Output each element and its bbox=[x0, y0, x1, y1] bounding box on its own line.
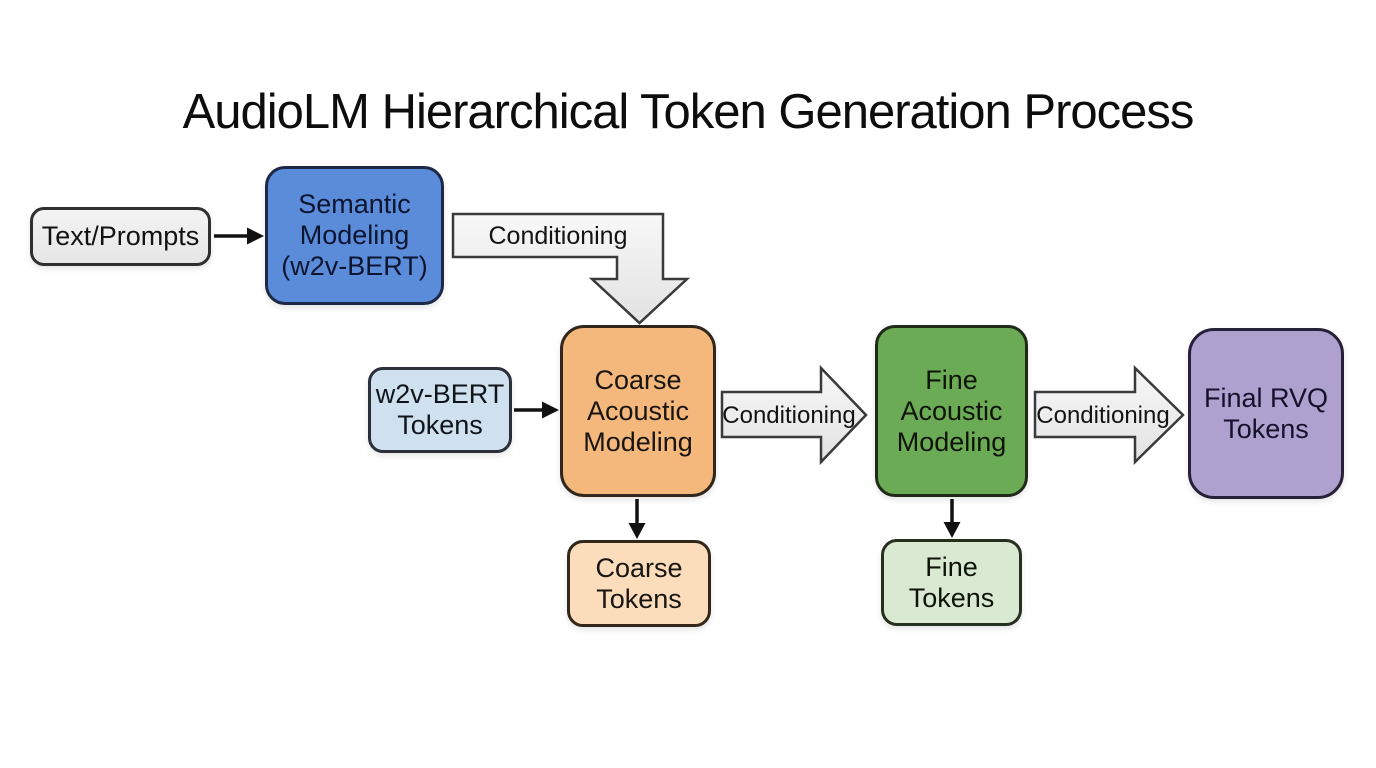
node-finalrvq-line2: Tokens bbox=[1223, 413, 1309, 444]
node-finetokens-line1: Fine bbox=[925, 551, 978, 582]
node-semantic-line1: Semantic bbox=[298, 189, 411, 219]
node-fine-line1: Fine bbox=[925, 364, 978, 395]
node-semantic-modeling: Semantic Modeling (w2v-BERT) bbox=[265, 166, 444, 305]
node-fine-line3: Modeling bbox=[896, 426, 1007, 457]
node-coarse-acoustic-modeling: Coarse Acoustic Modeling bbox=[560, 325, 716, 497]
conditioning-label-semantic-to-coarse: Conditioning bbox=[488, 222, 628, 250]
arrow-fine-to-finetokens bbox=[943, 499, 961, 538]
node-coarse-line1: Coarse bbox=[594, 364, 682, 395]
node-fine-line2: Acoustic bbox=[900, 395, 1003, 426]
node-coarse-tokens: Coarse Tokens bbox=[567, 540, 711, 627]
node-fine-tokens: Fine Tokens bbox=[881, 539, 1022, 626]
node-coarsetokens-line1: Coarse bbox=[595, 552, 683, 583]
node-coarse-line2: Acoustic bbox=[586, 395, 690, 426]
node-semantic-line2: Modeling bbox=[299, 220, 410, 250]
node-coarsetokens-line2: Tokens bbox=[596, 583, 682, 614]
node-coarse-line3: Modeling bbox=[583, 426, 693, 457]
node-w2v-bert-tokens: w2v-BERT Tokens bbox=[368, 367, 512, 453]
node-finetokens-line2: Tokens bbox=[908, 582, 995, 613]
diagram-title: AudioLM Hierarchical Token Generation Pr… bbox=[182, 85, 1195, 139]
arrow-textprompts-to-semantic bbox=[214, 227, 264, 245]
conditioning-label-coarse-to-fine: Conditioning bbox=[722, 402, 856, 429]
node-semantic-line3: (w2v-BERT) bbox=[281, 251, 428, 281]
node-text-prompts: Text/Prompts bbox=[30, 207, 211, 266]
arrow-w2vtokens-to-coarse bbox=[514, 401, 559, 419]
node-text-prompts-label: Text/Prompts bbox=[41, 221, 200, 251]
node-fine-acoustic-modeling: Fine Acoustic Modeling bbox=[875, 325, 1028, 497]
arrow-coarse-to-coarsetokens bbox=[628, 499, 646, 539]
node-finalrvq-line1: Final RVQ bbox=[1203, 382, 1329, 413]
node-w2vtokens-line1: w2v-BERT bbox=[375, 379, 505, 409]
node-final-rvq-tokens: Final RVQ Tokens bbox=[1188, 328, 1344, 499]
conditioning-label-fine-to-final: Conditioning bbox=[1036, 402, 1170, 429]
node-w2vtokens-line2: Tokens bbox=[397, 410, 483, 440]
